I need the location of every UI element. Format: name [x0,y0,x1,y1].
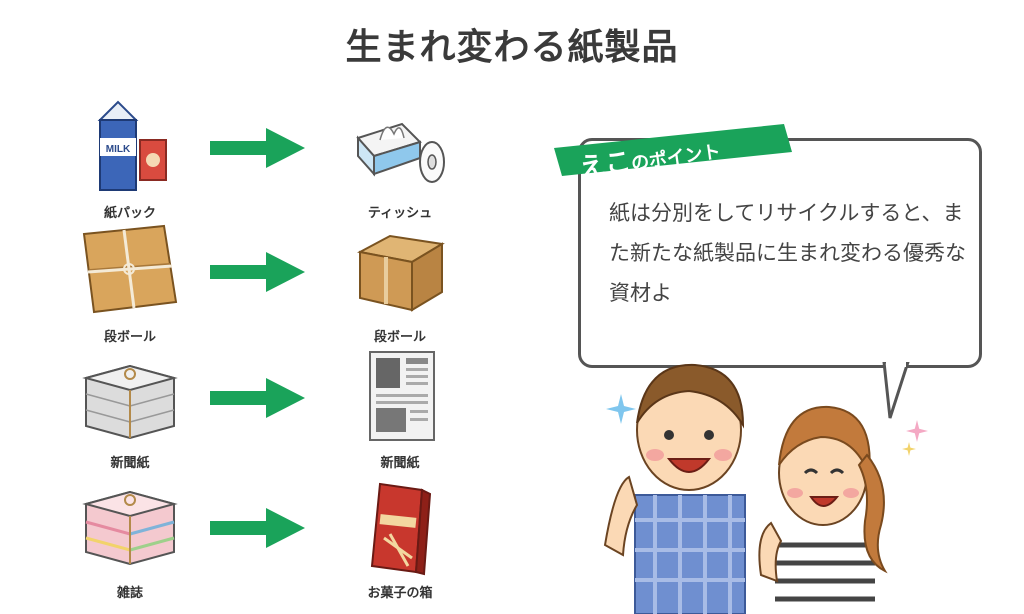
milk-carton-icon: MILK [97,100,167,191]
arrow-right-icon [210,508,305,548]
page-title: 生まれ変わる紙製品 [345,27,679,68]
recycled-item: ティッシュ [330,98,470,226]
arrow-right-icon [210,378,305,418]
source-item: MILK 紙パック [60,98,200,226]
recycled-item: 新聞紙 [330,348,470,476]
sparkle-icon [902,442,916,456]
snack-box-icon [370,482,432,576]
arrow-right-icon [210,128,305,168]
tissue-box-icon [356,122,445,183]
source-label: 雑誌 [116,586,143,601]
recycled-label: お菓子の箱 [367,586,433,601]
recycled-label: 新聞紙 [380,456,420,471]
cardboard-box-icon [357,234,445,312]
flat-cardboard-bundle-icon [82,224,178,314]
source-item: 新聞紙 [60,348,200,476]
recycled-label: 段ボール [373,330,426,345]
speech-bubble-tail [882,362,910,419]
source-item: 雑誌 [60,478,200,606]
recycled-item: 段ボール [330,222,470,350]
source-item: 段ボール [60,222,200,350]
speech-bubble: 紙は分別をしてリサイクルすると、また新たな紙製品に生まれ変わる優秀な資材よ [578,138,982,368]
row-cardboard: 段ボール 段ボール [60,222,500,350]
recycled-item: お菓子の箱 [330,478,470,606]
point-message: 紙は分別をしてリサイクルすると、また新たな紙製品に生まれ変わる優秀な資材よ [609,201,966,305]
newspaper-bundle-icon [82,364,178,440]
arrow-right-icon [210,252,305,292]
sparkle-icon [606,394,636,424]
boy-and-girl-illustration [603,363,888,614]
milk-label: MILK [106,144,131,155]
eco-point-tag [554,124,792,176]
eco-word: えこ [577,146,634,184]
sparkle-icon [906,420,928,442]
recycled-label: ティッシュ [367,206,433,221]
row-milk-carton: MILK 紙パック ティッシュ [60,98,500,226]
newspaper-icon [369,351,435,441]
source-label: 段ボール [103,330,156,345]
row-newspaper: 新聞紙 新聞紙 [60,348,500,476]
source-label: 紙パック [103,206,156,221]
row-magazine: 雑誌 お菓子の箱 [60,478,500,606]
source-label: 新聞紙 [110,456,150,471]
magazine-bundle-icon [82,490,178,566]
